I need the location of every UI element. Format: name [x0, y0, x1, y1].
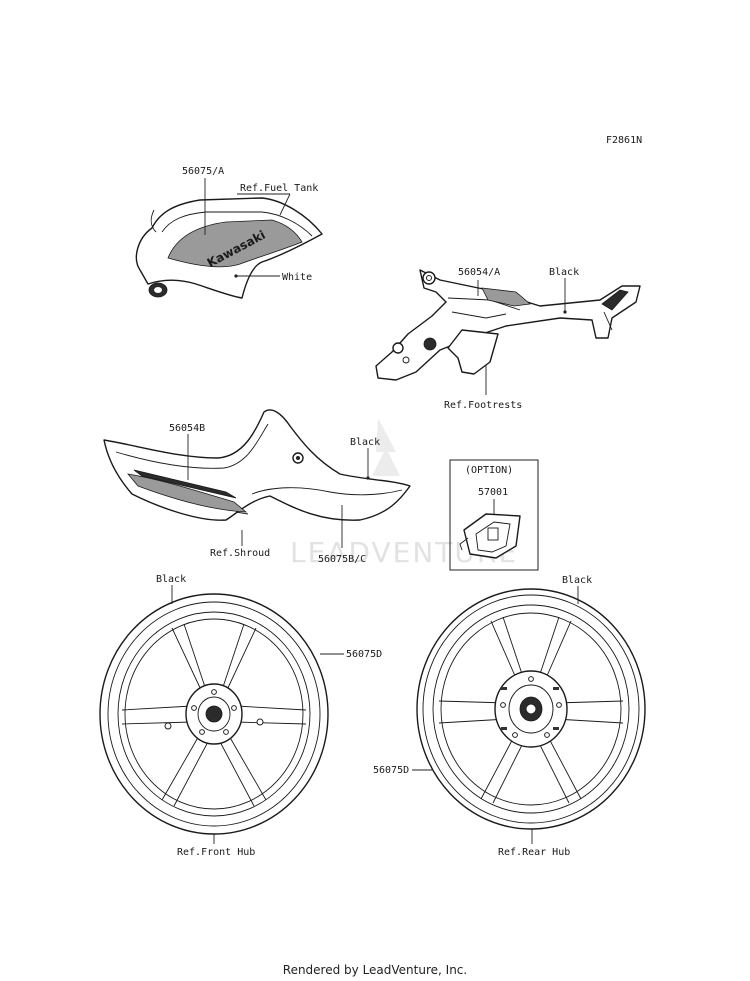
shroud-part [103, 409, 411, 521]
frame-guard-part [375, 269, 641, 381]
front-wheel-part [99, 593, 329, 835]
figure-code: F2861N [606, 135, 642, 146]
label-57001: 57001 [478, 487, 508, 498]
label-ref-front-hub: Ref.Front Hub [177, 847, 255, 858]
label-ref-fuel-tank: Ref.Fuel Tank [240, 183, 318, 194]
label-56075bc: 56075B/C [318, 554, 366, 565]
label-white: White [282, 272, 312, 283]
label-black-frame: Black [549, 267, 579, 278]
label-black-shroud: Black [350, 437, 380, 448]
label-black-rear-wheel: Black [562, 575, 592, 586]
label-56054b: 56054B [169, 423, 205, 434]
label-56075d-front: 56075D [346, 649, 382, 660]
footer-credit: Rendered by LeadVenture, Inc. [282, 963, 468, 977]
option-box: (OPTION) 57001 [449, 459, 539, 571]
label-option: (OPTION) [465, 465, 513, 476]
fuel-tank-cover-part: Kawasaki [135, 197, 323, 299]
label-ref-footrests: Ref.Footrests [444, 400, 522, 411]
label-black-front-wheel: Black [156, 574, 186, 585]
rear-wheel-part [416, 588, 646, 830]
label-56075d-rear: 56075D [373, 765, 409, 776]
label-56054a: 56054/A [458, 267, 500, 278]
label-ref-shroud: Ref.Shroud [210, 548, 270, 559]
label-56075a: 56075/A [182, 166, 224, 177]
label-ref-rear-hub: Ref.Rear Hub [498, 847, 570, 858]
